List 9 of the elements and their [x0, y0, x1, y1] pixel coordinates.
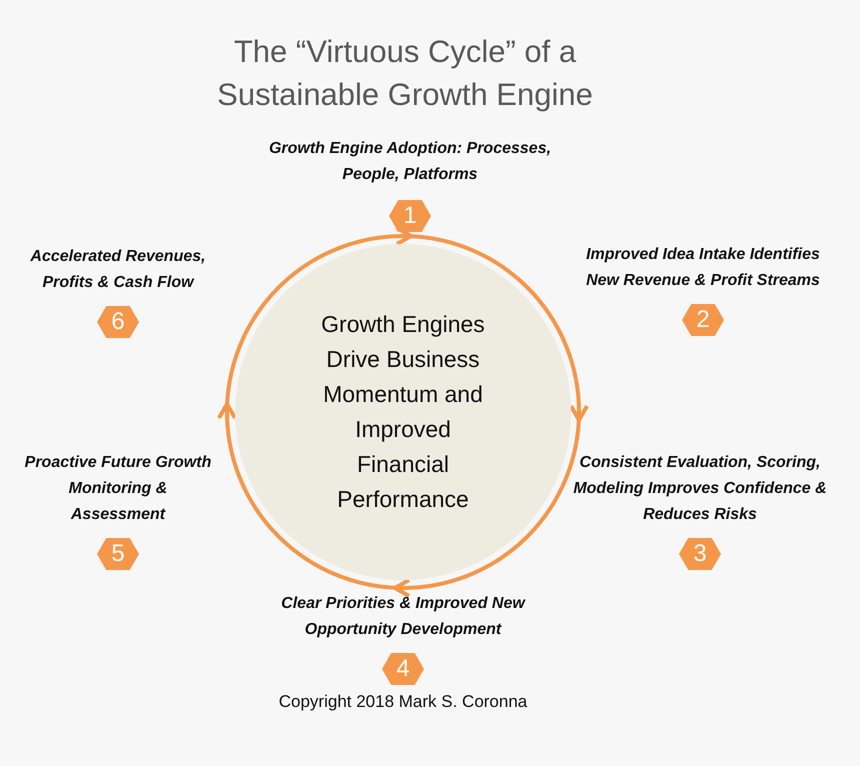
- center-text: Growth Engines Drive Business Momentum and Improved Financial Performance: [320, 310, 486, 514]
- step-description: Clear Priorities & Improved New Opportunity Development: [280, 594, 526, 640]
- title: The “Virtuous Cycle” of a Sustainable Growth Engine: [216, 33, 594, 114]
- step-description: Consistent Evaluation, Scoring, Modeling Improves Confidence & Reduces Risks: [572, 453, 828, 525]
- step-description: Accelerated Revenues, Profits & Cash Flow: [29, 247, 207, 293]
- copyright-note: Copyright 2018 Mark S. Coronna: [278, 692, 528, 712]
- step-description: Improved Idea Intake Identifies New Revenue & Profit Streams: [585, 245, 821, 291]
- step-description: Proactive Future Growth Monitoring & Assessment: [24, 453, 212, 525]
- step-description: Growth Engine Adoption: Processes, People, Platforms: [268, 139, 552, 185]
